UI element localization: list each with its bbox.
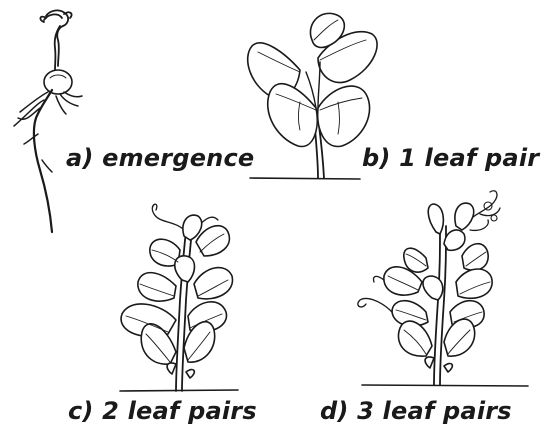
leaf-d-bottom-left bbox=[398, 321, 432, 356]
leaf-d-top-center bbox=[444, 230, 465, 250]
caption-three-leaf-pairs: d) 3 leaf pairs bbox=[320, 399, 512, 423]
caption-emergence: a) emergence bbox=[66, 146, 254, 170]
leaf-d-top-right bbox=[455, 203, 474, 230]
leaf-d-um-left bbox=[404, 248, 428, 272]
caption-one-leaf-pair: b) 1 leaf pair bbox=[362, 146, 539, 170]
leaf-d-mid-center bbox=[423, 276, 443, 300]
leaf-d-bottom-right bbox=[444, 319, 475, 356]
caption-two-leaf-pairs: c) 2 leaf pairs bbox=[68, 399, 257, 423]
leaf-d-mid-right bbox=[456, 269, 492, 298]
ground-line-d bbox=[362, 385, 528, 386]
leaf-d-top-left bbox=[428, 204, 443, 234]
